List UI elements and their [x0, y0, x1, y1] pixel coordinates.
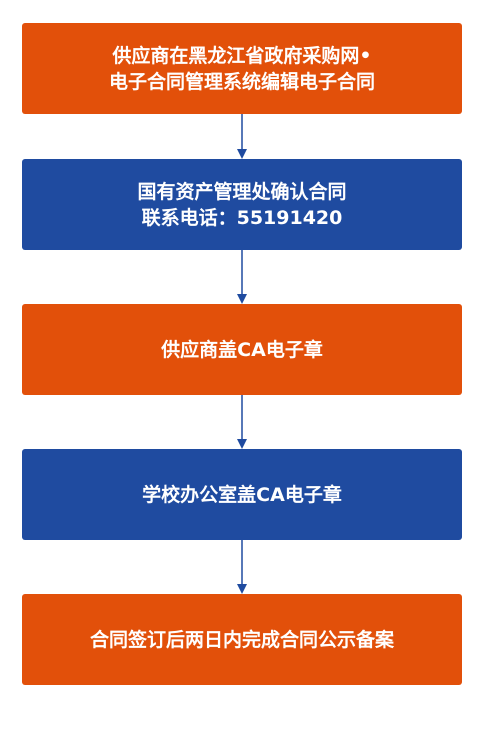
step-1-line-1: 供应商在黑龙江省政府采购网• [112, 44, 372, 67]
arrow-down-icon [237, 540, 247, 594]
step-5-box: 合同签订后两日内完成合同公示备案 [22, 594, 462, 685]
step-4-line-1: 学校办公室盖CA电子章 [142, 483, 342, 506]
arrow-down-icon [237, 250, 247, 304]
arrow-down-icon [237, 114, 247, 159]
step-5-line-1: 合同签订后两日内完成合同公示备案 [89, 628, 394, 651]
step-3-line-1: 供应商盖CA电子章 [161, 338, 323, 361]
step-2-line-2: 联系电话：55191420 [141, 206, 343, 229]
step-1-box: 供应商在黑龙江省政府采购网• 电子合同管理系统编辑电子合同 [22, 23, 462, 114]
step-2-box: 国有资产管理处确认合同 联系电话：55191420 [22, 159, 462, 250]
step-1-line-2: 电子合同管理系统编辑电子合同 [108, 70, 375, 93]
flow-arrow-4 [235, 540, 249, 594]
flow-arrow-3 [235, 395, 249, 449]
step-4-box: 学校办公室盖CA电子章 [22, 449, 462, 540]
step-2-line-1: 国有资产管理处确认合同 [137, 180, 347, 203]
flow-arrow-2 [235, 250, 249, 304]
flow-arrow-1 [235, 114, 249, 159]
arrow-down-icon [237, 395, 247, 449]
step-3-box: 供应商盖CA电子章 [22, 304, 462, 395]
